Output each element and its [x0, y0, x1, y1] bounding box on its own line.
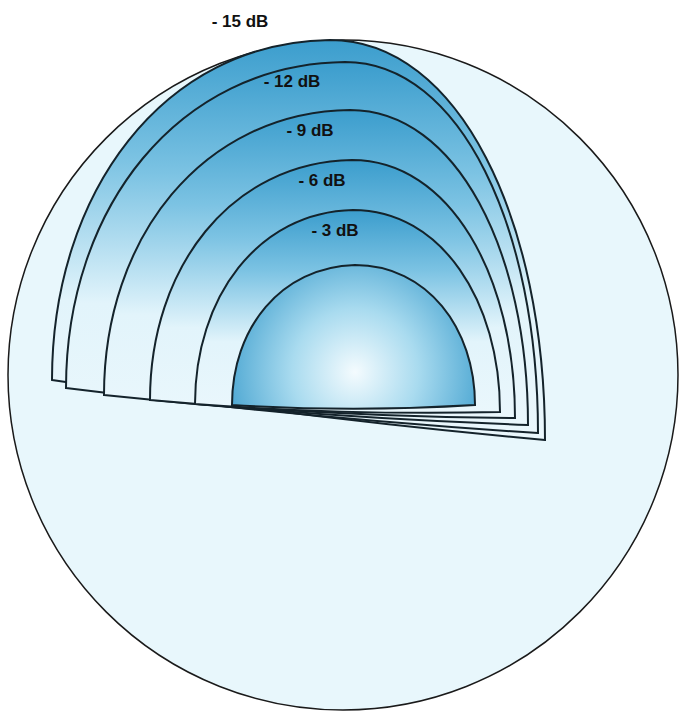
band-shape [195, 210, 500, 413]
band-shape [66, 62, 538, 433]
db-label: - 6 dB [298, 171, 345, 191]
db-label: - 9 dB [286, 121, 333, 141]
db-label: - 3 dB [311, 221, 358, 241]
band-shape [52, 40, 545, 440]
band-shape [104, 110, 528, 425]
db-label: - 15 dB [212, 12, 269, 32]
sphere-circle [8, 40, 678, 710]
db-label: - 12 dB [264, 72, 321, 92]
core-shape [232, 265, 475, 409]
band-shape [150, 160, 515, 418]
